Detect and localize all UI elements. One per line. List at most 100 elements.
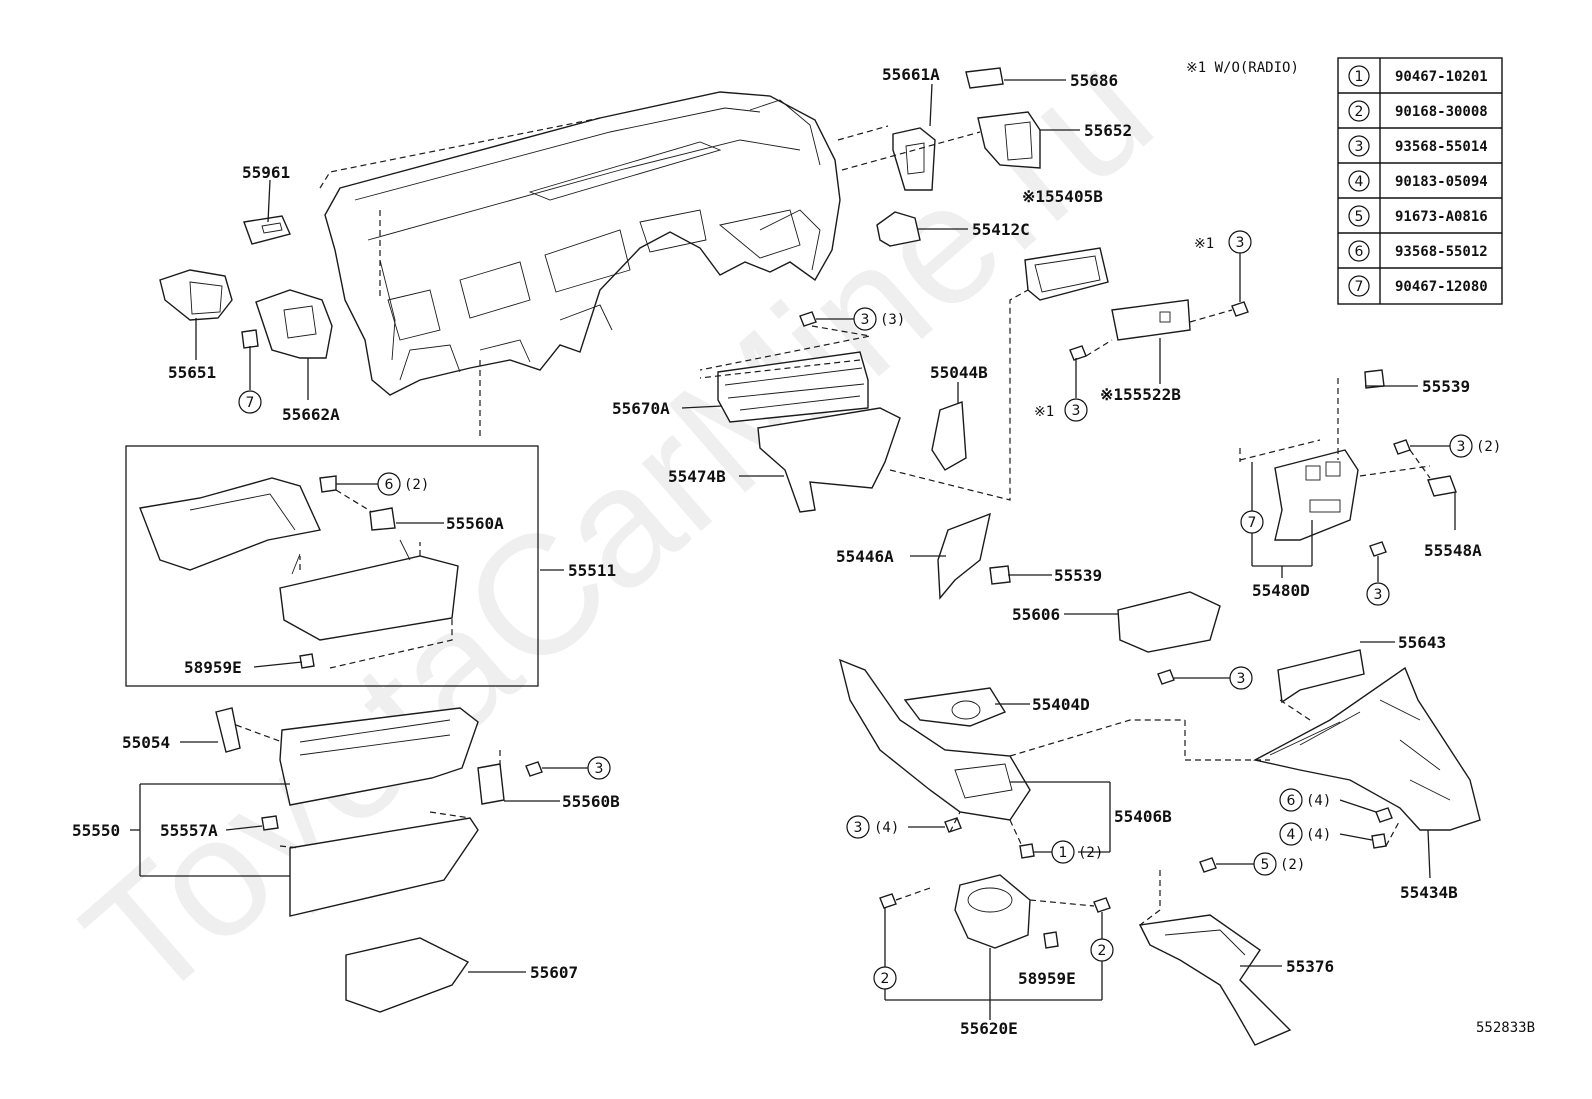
label-55606: 55606 [1012, 605, 1060, 624]
legend-part: 90467-10201 [1395, 69, 1488, 85]
legend-num: 4 [1355, 174, 1364, 190]
callout-num: 6 [1287, 793, 1296, 809]
callout-num: 3 [1457, 439, 1466, 455]
part-55670A-drawing [717, 351, 869, 423]
part-55548A-drawing [1427, 475, 1457, 497]
part-55522B-drawing [1111, 299, 1191, 341]
legend-row-2: 2 90168-30008 [1348, 100, 1488, 122]
part-55686-drawing [965, 67, 1004, 89]
callout-num: 3 [1236, 235, 1245, 251]
part-55376-drawing [1138, 914, 1292, 1046]
callout-num: 3 [861, 312, 870, 328]
callout-num: 6 [385, 477, 394, 493]
callout-qty: (2) [1476, 439, 1501, 455]
part-55961-drawing [243, 215, 291, 245]
part-55474B-drawing [757, 407, 901, 513]
label-55557A: 55557A [160, 821, 218, 840]
label-55662A: 55662A [282, 405, 340, 424]
part-55662A-drawing [255, 289, 333, 359]
label-55620E: 55620E [960, 1019, 1018, 1038]
part-55405B-drawing [1024, 247, 1109, 301]
label-55446A: 55446A [836, 547, 894, 566]
part-55661A-drawing [892, 127, 936, 191]
label-55548A: 55548A [1424, 541, 1482, 560]
label-55560B: 55560B [562, 792, 620, 811]
legend-part: 90168-30008 [1395, 104, 1488, 120]
part-55539a-drawing [1364, 369, 1385, 389]
label-55550: 55550 [72, 821, 120, 840]
label-55651: 55651 [168, 363, 216, 382]
legend-part: 90467-12080 [1395, 279, 1488, 295]
label-55434B: 55434B [1400, 883, 1458, 902]
legend-row-7: 7 90467-12080 [1348, 275, 1488, 297]
callout-num: 3 [854, 820, 863, 836]
label-58959Ea: 58959E [184, 658, 242, 677]
callout-num: 7 [1248, 515, 1257, 531]
callout-num: 2 [1098, 943, 1107, 959]
callout-qty: (2) [1078, 845, 1103, 861]
callout-num: 5 [1261, 857, 1270, 873]
legend-num: 6 [1355, 244, 1364, 260]
callout-qty: (2) [1280, 857, 1305, 873]
label-55539b: 55539 [1054, 566, 1102, 585]
label-55405B: ※155405B [1022, 187, 1103, 206]
label-55661A: 55661A [882, 65, 940, 84]
label-55522B: ※155522B [1100, 385, 1181, 404]
label-55539a: 55539 [1422, 377, 1470, 396]
callout-qty: (4) [874, 820, 899, 836]
callout-prefix: ※1 [1194, 236, 1214, 252]
part-55643-drawing [1277, 649, 1365, 704]
legend-row-6: 6 93568-55012 [1348, 240, 1488, 262]
callout-qty: (2) [404, 477, 429, 493]
label-55607: 55607 [530, 963, 578, 982]
clip-7-drawing [241, 329, 259, 349]
label-55376: 55376 [1286, 957, 1334, 976]
legend-num: 1 [1355, 69, 1364, 85]
legend-row-4: 4 90183-05094 [1348, 170, 1488, 192]
callout-num: 3 [1374, 587, 1383, 603]
callout-num: 3 [595, 761, 604, 777]
label-55054: 55054 [122, 733, 170, 752]
callout-qty: (4) [1306, 793, 1331, 809]
label-58959Eb: 58959E [1018, 969, 1076, 988]
label-55670A: 55670A [612, 399, 670, 418]
label-55652: 55652 [1084, 121, 1132, 140]
callout-num: 1 [1059, 845, 1068, 861]
legend-part: 93568-55012 [1395, 244, 1488, 260]
legend-note: ※1 W/O(RADIO) [1186, 60, 1299, 76]
label-55560A: 55560A [446, 514, 504, 533]
legend-num: 3 [1355, 139, 1364, 155]
part-55480D-drawing [1274, 449, 1359, 541]
leader-lines [130, 79, 1456, 1020]
part-55606-drawing [1117, 591, 1221, 653]
label-55480D: 55480D [1252, 581, 1310, 600]
callouts: 3 (3) ※1 3 ※1 3 7 6 (2) 3 (2) 7 3 [238, 230, 1501, 990]
part-55044B-drawing [931, 401, 967, 471]
label-55404D: 55404D [1032, 695, 1090, 714]
callout-num: 4 [1287, 827, 1296, 843]
part-55404D-drawing [838, 658, 1031, 821]
legend: ※1 W/O(RADIO) 1 90467-10201 2 90168-3000… [1186, 57, 1503, 305]
part-55434B-drawing [1253, 666, 1481, 831]
part-55560B-drawing [477, 763, 505, 805]
part-55412C-drawing [876, 211, 921, 247]
part-55511-box [125, 445, 539, 687]
callout-num: 3 [1072, 403, 1081, 419]
legend-part: 93568-55014 [1395, 139, 1488, 155]
part-55446A-drawing [937, 512, 991, 600]
part-55054-drawing [215, 707, 241, 753]
callout-qty: (4) [1306, 827, 1331, 843]
legend-num: 5 [1355, 209, 1364, 225]
label-55406B: 55406B [1114, 807, 1172, 826]
legend-row-1: 1 90467-10201 [1348, 65, 1488, 87]
label-55643: 55643 [1398, 633, 1446, 652]
label-55474B: 55474B [668, 467, 726, 486]
diagram-code: 552833B [1476, 1020, 1535, 1036]
instrument-panel-drawing [324, 91, 841, 396]
callout-qty: (3) [880, 312, 905, 328]
part-55550-drawing [279, 707, 479, 917]
part-55620E-drawing [954, 874, 1031, 949]
part-55557A-drawing [261, 815, 279, 831]
legend-num: 2 [1355, 104, 1364, 120]
